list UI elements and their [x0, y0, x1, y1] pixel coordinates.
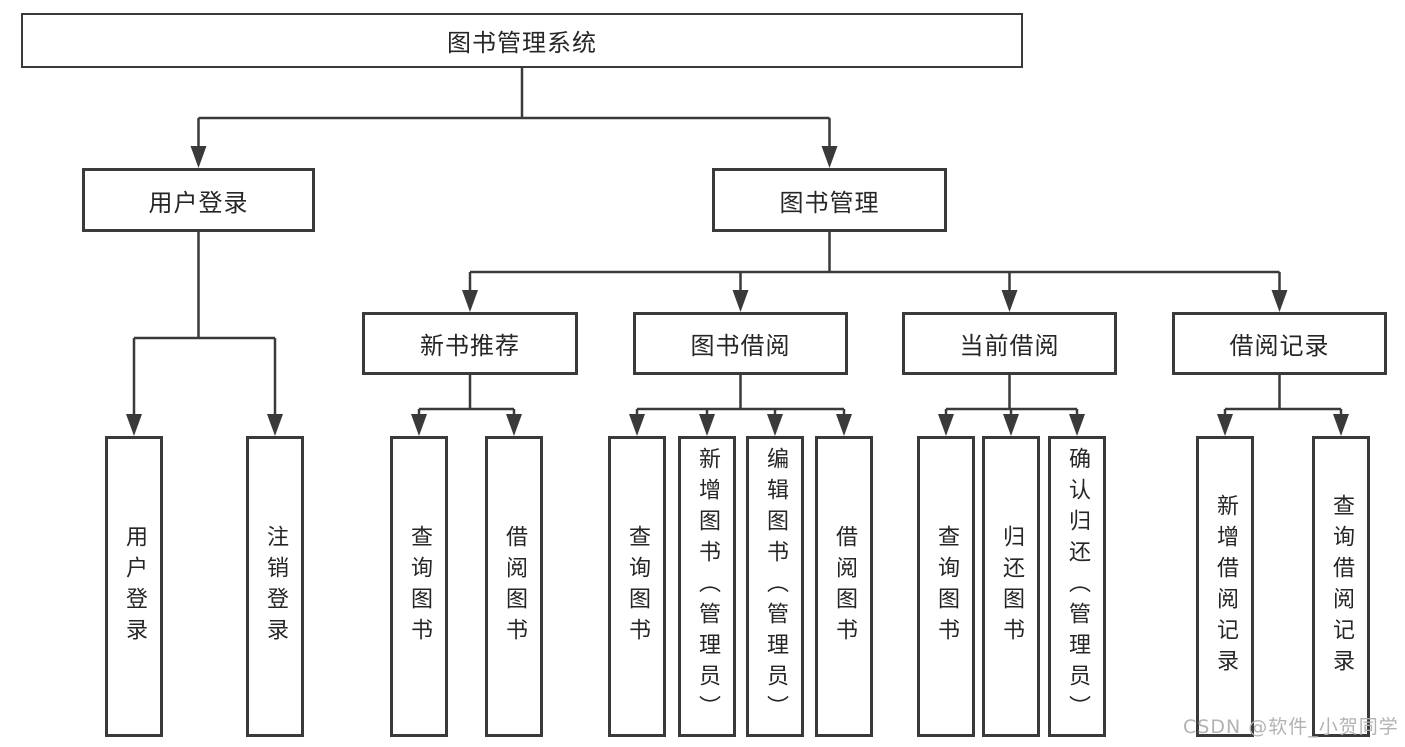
node-current-borrowing: 当前借阅: [902, 312, 1117, 375]
node-borrowing-records: 借阅记录: [1172, 312, 1387, 375]
leaf-add-borrow-record: 新增借阅记录: [1196, 436, 1254, 737]
leaf-edit-book-admin-label: 编辑图书（管理员）: [763, 447, 788, 726]
leaf-return-book: 归还图书: [982, 436, 1040, 737]
node-user-login: 用户登录: [82, 168, 315, 232]
node-book-management: 图书管理: [712, 168, 947, 232]
leaf-recommend-borrow-book: 借阅图书: [485, 436, 543, 737]
node-root: 图书管理系统: [21, 13, 1023, 68]
leaf-borrowing-borrow-book-label: 借阅图书: [832, 524, 857, 649]
leaf-borrowing-query-book-label: 查询图书: [625, 524, 650, 649]
leaf-return-book-label: 归还图书: [999, 524, 1024, 649]
leaf-borrowing-query-book: 查询图书: [608, 436, 666, 737]
leaf-add-book-admin-label: 新增图书（管理员）: [695, 447, 720, 726]
leaf-edit-book-admin: 编辑图书（管理员）: [746, 436, 804, 737]
node-book-borrowing: 图书借阅: [633, 312, 848, 375]
leaf-current-query-book: 查询图书: [917, 436, 975, 737]
leaf-confirm-return-admin-label: 确认归还（管理员）: [1065, 447, 1090, 726]
leaf-recommend-query-book: 查询图书: [390, 436, 448, 737]
leaf-logout-login-label: 注销登录: [263, 524, 288, 649]
leaf-borrowing-borrow-book: 借阅图书: [815, 436, 873, 737]
leaf-current-query-book-label: 查询图书: [934, 524, 959, 649]
csdn-watermark: CSDN @软件_小贺同学: [1183, 716, 1399, 738]
leaf-query-borrow-record-label: 查询借阅记录: [1329, 493, 1354, 680]
leaf-recommend-borrow-book-label: 借阅图书: [502, 524, 527, 649]
leaf-user-login-label: 用户登录: [122, 524, 147, 649]
leaf-add-borrow-record-label: 新增借阅记录: [1213, 493, 1238, 680]
leaf-logout-login: 注销登录: [246, 436, 304, 737]
leaf-user-login: 用户登录: [105, 436, 163, 737]
leaf-add-book-admin: 新增图书（管理员）: [678, 436, 736, 737]
leaf-confirm-return-admin: 确认归还（管理员）: [1048, 436, 1106, 737]
leaf-recommend-query-book-label: 查询图书: [407, 524, 432, 649]
leaf-query-borrow-record: 查询借阅记录: [1312, 436, 1370, 737]
node-new-book-recommend: 新书推荐: [362, 312, 578, 375]
